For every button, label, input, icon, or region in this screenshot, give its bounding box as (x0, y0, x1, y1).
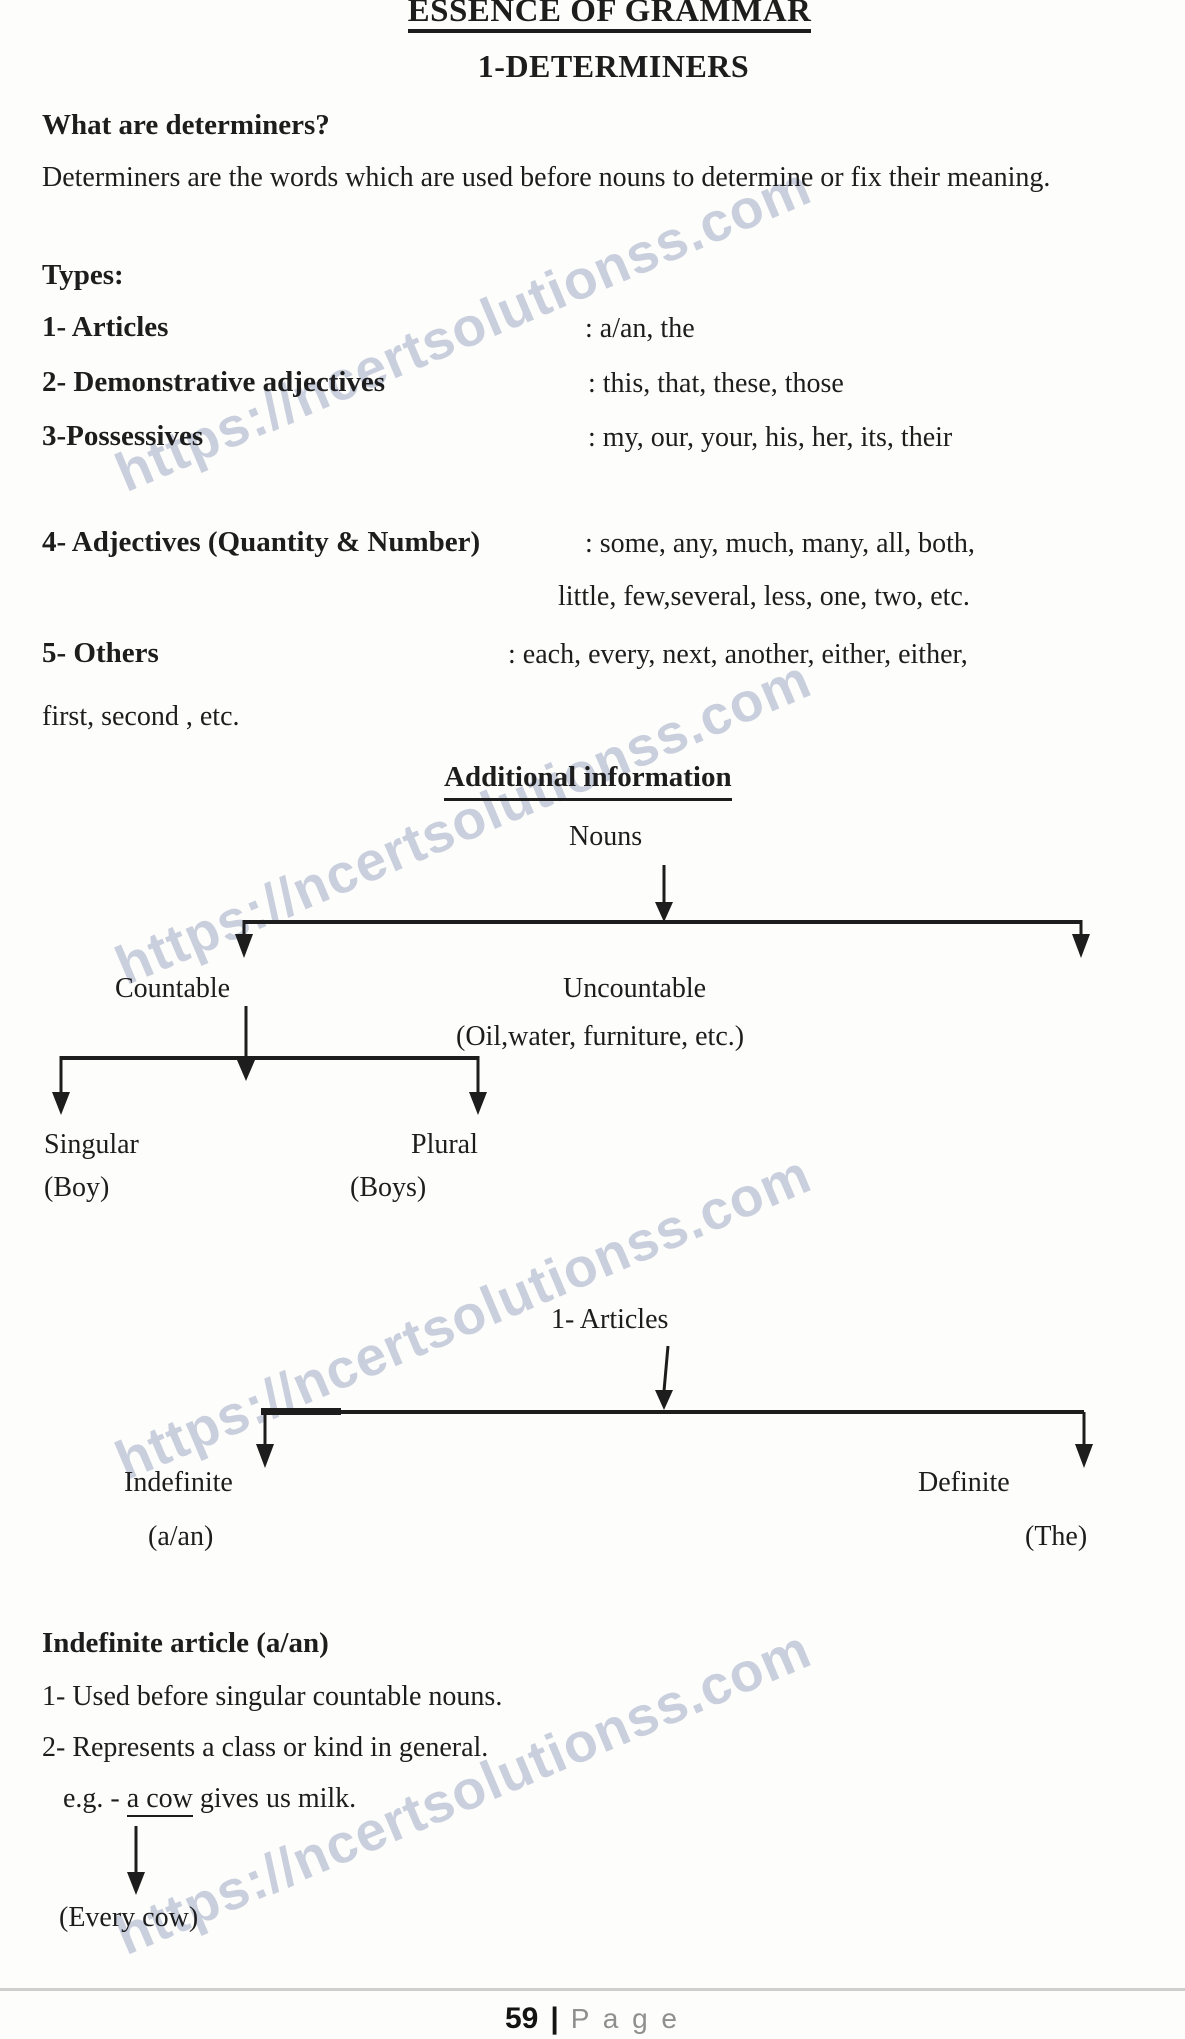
type-label: 1- Articles (42, 311, 169, 343)
type-value-continued: little, few,several, less, one, two, etc… (558, 581, 970, 612)
type-value: : each, every, next, another, either, ei… (508, 639, 968, 670)
additional-info-heading: Additional information (444, 760, 732, 801)
nouns-root-label: Nouns (569, 821, 643, 852)
nouns-chart-connectors (52, 865, 1090, 1115)
indefinite-label: Indefinite (124, 1467, 233, 1498)
indefinite-article-heading: Indefinite article (a/an) (42, 1627, 329, 1659)
page-number: 59 (504, 2002, 539, 2035)
articles-root-label: 1- Articles (551, 1304, 669, 1335)
type-label: 4- Adjectives (Quantity & Number) (42, 526, 481, 558)
footer-page-label: P a g e (570, 2003, 680, 2034)
definition-paragraph: Determiners are the words which are used… (42, 162, 1051, 193)
example-prefix: e.g. - (63, 1783, 127, 1814)
additional-info-heading-text: Additional information (444, 760, 732, 801)
indefinite-point-1: 1- Used before singular countable nouns. (42, 1681, 503, 1712)
example-suffix: gives us milk. (192, 1783, 357, 1814)
question-heading: What are determiners? (42, 109, 330, 141)
type-value-continued: first, second , etc. (42, 701, 240, 732)
type-value: : this, that, these, those (588, 368, 844, 399)
types-heading: Types: (42, 259, 124, 291)
page-footer: 59 | P a g e (0, 2002, 1185, 2036)
footer-separator: | (550, 2002, 559, 2035)
type-label: 3-Possessives (42, 420, 204, 452)
articles-chart-connectors (256, 1345, 1093, 1468)
uncountable-examples: (Oil,water, furniture, etc.) (456, 1021, 745, 1052)
example-sentence: e.g. - a cow gives us milk. (63, 1782, 357, 1817)
uncountable-label: Uncountable (563, 973, 707, 1004)
page-title-text: ESSENCE OF GRAMMAR (407, 0, 812, 33)
singular-label: Singular (44, 1129, 139, 1160)
page-subtitle: 1-DETERMINERS (42, 48, 1185, 85)
type-value: : my, our, your, his, her, its, their (588, 422, 953, 453)
indefinite-point-2: 2- Represents a class or kind in general… (42, 1732, 489, 1763)
page-title: ESSENCE OF GRAMMAR (34, 0, 1185, 33)
plural-label: Plural (411, 1129, 478, 1160)
example-note: (Every cow) (59, 1902, 199, 1933)
type-value: : some, any, much, many, all, both, (585, 528, 975, 559)
definite-example: (The) (1025, 1521, 1088, 1552)
definite-label: Definite (918, 1467, 1010, 1498)
example-arrow (127, 1826, 145, 1895)
page-subtitle-text: 1-DETERMINERS (477, 48, 750, 84)
example-underlined-phrase: a cow (126, 1783, 193, 1817)
type-value: : a/an, the (585, 313, 695, 344)
singular-example: (Boy) (44, 1172, 110, 1203)
footer-divider (0, 1988, 1185, 1991)
countable-label: Countable (115, 973, 231, 1004)
plural-example: (Boys) (350, 1172, 427, 1203)
type-label: 5- Others (42, 637, 159, 669)
type-label: 2- Demonstrative adjectives (42, 366, 386, 398)
indefinite-example: (a/an) (148, 1521, 214, 1552)
